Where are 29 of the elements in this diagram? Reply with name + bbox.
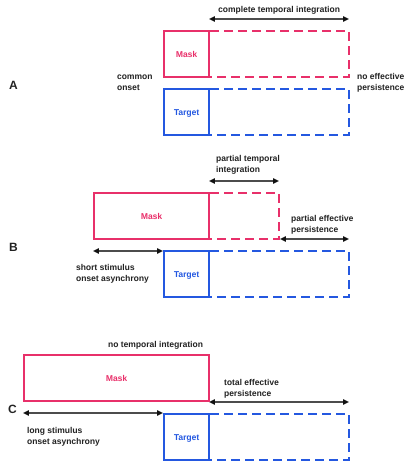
stimulus-label: Mask [140,210,162,222]
stimulus-label: Target [174,432,200,442]
persistence-outline [210,413,350,461]
asynchrony-label: long stimulus onset asynchrony [27,425,101,447]
duration-label: partial temporal integration [216,153,281,175]
mask-bar [163,30,210,78]
target-bar [163,250,210,298]
stimulus-label: Target [174,268,200,280]
persistence-label: no effective persistence [357,71,406,93]
persistence-outline [210,192,280,240]
stimulus-label: Mask [106,372,128,384]
panel-letter: C [8,402,17,416]
target-bar [163,88,210,136]
persistence-label: total effective persistence [224,377,280,399]
duration-label: complete temporal integration [217,4,341,15]
stimulus-label: Mask [176,48,198,60]
onset-label: common onset [117,71,154,93]
duration-label: no temporal integration [108,339,203,350]
persistence-outline [210,250,350,298]
panel-letter: B [9,240,18,254]
mask-bar [23,354,210,402]
persistence-outline [210,88,350,136]
asynchrony-label: short stimulus onset asynchrony [76,262,150,284]
target-bar [163,413,210,461]
persistence-label: partial effective persistence [291,213,354,235]
stimulus-label: Target [174,106,200,118]
mask-bar [93,192,210,240]
persistence-outline [210,30,350,78]
panel-letter: A [9,78,18,92]
